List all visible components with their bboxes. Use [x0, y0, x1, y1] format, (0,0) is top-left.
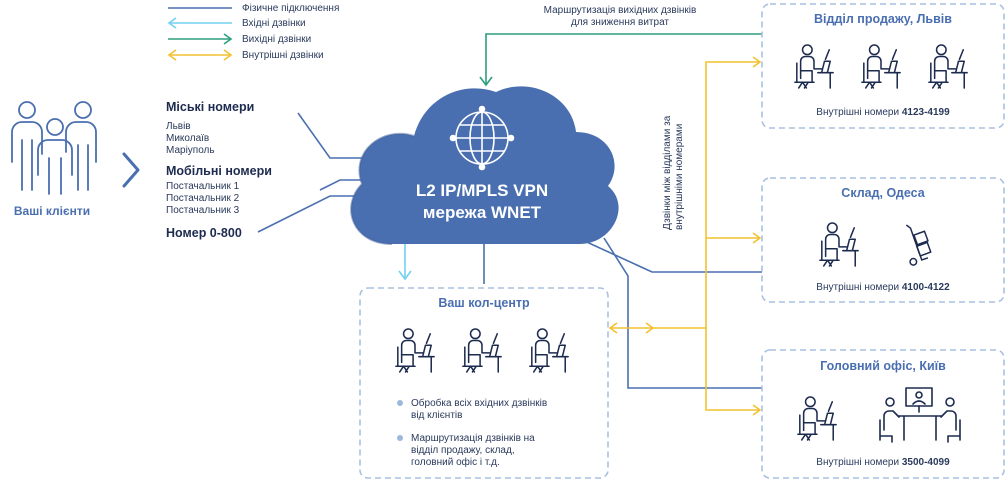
call-center-bullet-line: відділ продажу, склад, — [411, 445, 515, 456]
clients-label: Ваші клієнти — [14, 204, 90, 218]
mobile-number-item: Постачальник 2 — [166, 193, 240, 204]
arrow-down-icon — [398, 270, 412, 281]
office-extension-note: Внутрішні номери 4123-4199 — [816, 107, 950, 118]
physical-line — [577, 237, 762, 273]
legend-item-internal: Внутрішні дзвінки — [167, 49, 324, 61]
cloud-shadow — [350, 132, 415, 245]
office-box-head: Головний офіс, Київ Внутрішні номери 350… — [761, 349, 1005, 479]
call-center-bullet-line: Маршрутизація дзвінків на — [411, 433, 535, 444]
clients-group: Ваші клієнти — [11, 101, 97, 218]
arrow-right-icon — [752, 56, 762, 68]
operator-icon — [462, 328, 502, 373]
arrow-right-icon — [645, 322, 655, 334]
outgoing-line — [485, 33, 762, 84]
physical-line — [297, 112, 368, 159]
tollfree-number-title: Номер 0-800 — [166, 226, 242, 240]
office-extension-note: Внутрішні номери 4100-4122 — [816, 282, 950, 293]
call-center-bullet-line: від клієнтів — [411, 410, 462, 421]
bullet-icon — [397, 400, 403, 406]
cloud-title-line2: мережа WNET — [423, 203, 542, 222]
people-group-icon — [11, 101, 97, 195]
outgoing-route — [479, 33, 762, 87]
legend-label: Внутрішні дзвінки — [242, 50, 324, 61]
routing-note-line2: для зниження витрат — [571, 17, 669, 28]
outgoing-arrow-icon — [168, 33, 233, 45]
physical-line — [319, 179, 368, 191]
extension-range: 3500-4099 — [902, 457, 950, 468]
office-title: Головний офіс, Київ — [820, 359, 946, 373]
chevron-right-icon — [122, 152, 140, 188]
incoming-arrow-icon — [167, 17, 232, 29]
internal-routes — [608, 56, 762, 416]
phone-numbers: Міські номери Львів Миколаїв Маріуполь М… — [166, 100, 272, 240]
office-extension-note: Внутрішні номери 3500-4099 — [816, 457, 950, 468]
extension-range: 4100-4122 — [902, 282, 950, 293]
office-border — [761, 349, 1005, 479]
internal-line — [705, 61, 760, 411]
office-border — [761, 3, 1005, 129]
bidirectional-arrow-icon — [167, 49, 233, 61]
operator-icon — [395, 328, 435, 373]
office-box-sales: Відділ продажу, Львів Внутрішні номери 4… — [761, 3, 1005, 129]
arrow-down-icon — [479, 76, 493, 87]
physical-line — [603, 237, 762, 389]
mobile-number-item: Постачальник 1 — [166, 181, 240, 192]
legend-label: Фізичне підключення — [242, 3, 339, 14]
arrow-right-icon — [752, 232, 762, 244]
legend-label: Вхідні дзвінки — [242, 18, 306, 29]
extension-prefix: Внутрішні номери — [816, 282, 899, 293]
office-box-warehouse: Склад, Одеса Внутрішні номери 4100-4122 — [761, 177, 1005, 303]
operator-icon — [529, 328, 569, 373]
city-number-item: Маріуполь — [166, 145, 215, 156]
cloud-title-line1: L2 IP/MPLS VPN — [416, 181, 548, 200]
city-number-item: Львів — [166, 121, 191, 132]
call-center-border — [359, 287, 609, 479]
office-border — [761, 177, 1005, 303]
legend-item-outgoing: Вихідні дзвінки — [168, 33, 311, 45]
mobile-numbers-title: Мобільні номери — [166, 164, 272, 178]
extension-range: 4123-4199 — [902, 107, 950, 118]
routing-note-line1: Маршрутизація вихідних дзвінків — [544, 5, 697, 16]
internal-note: Дзвінки між відділами за внутрішніми ном… — [662, 115, 685, 230]
mobile-number-item: Постачальник 3 — [166, 205, 240, 216]
incoming-route — [398, 242, 412, 281]
legend-item-physical: Фізичне підключення — [168, 3, 339, 14]
office-title: Відділ продажу, Львів — [814, 12, 952, 26]
arrow-left-icon — [608, 322, 618, 334]
extension-prefix: Внутрішні номери — [816, 457, 899, 468]
office-title: Склад, Одеса — [841, 186, 925, 200]
arrow-right-icon — [752, 404, 762, 416]
city-number-item: Миколаїв — [166, 133, 209, 144]
legend-item-incoming: Вхідні дзвінки — [167, 17, 306, 29]
call-center-bullet-line: Обробка всіх вхідних дзвінків — [411, 397, 547, 409]
legend: Фізичне підключення Вхідні дзвінки Вихід… — [167, 3, 339, 61]
legend-label: Вихідні дзвінки — [242, 34, 311, 45]
meeting-room-icon — [879, 387, 961, 443]
cloud-network: L2 IP/MPLS VPN мережа WNET — [350, 86, 619, 245]
call-center-box: Ваш кол-центр Обробка всіх вхідних дзвін… — [359, 287, 609, 479]
physical-connections — [257, 112, 762, 389]
internal-note-line2: внутрішніми номерами — [674, 124, 685, 230]
call-center-bullet-line: головний офіс і т.д. — [411, 456, 500, 468]
call-center-title: Ваш кол-центр — [438, 296, 530, 310]
internal-note-line1: Дзвінки між відділами за — [662, 115, 673, 230]
globe-icon — [449, 105, 515, 171]
bullet-icon — [397, 435, 403, 441]
city-numbers-title: Міські номери — [166, 100, 254, 114]
extension-prefix: Внутрішні номери — [816, 107, 899, 118]
cloud-shape — [351, 86, 619, 245]
